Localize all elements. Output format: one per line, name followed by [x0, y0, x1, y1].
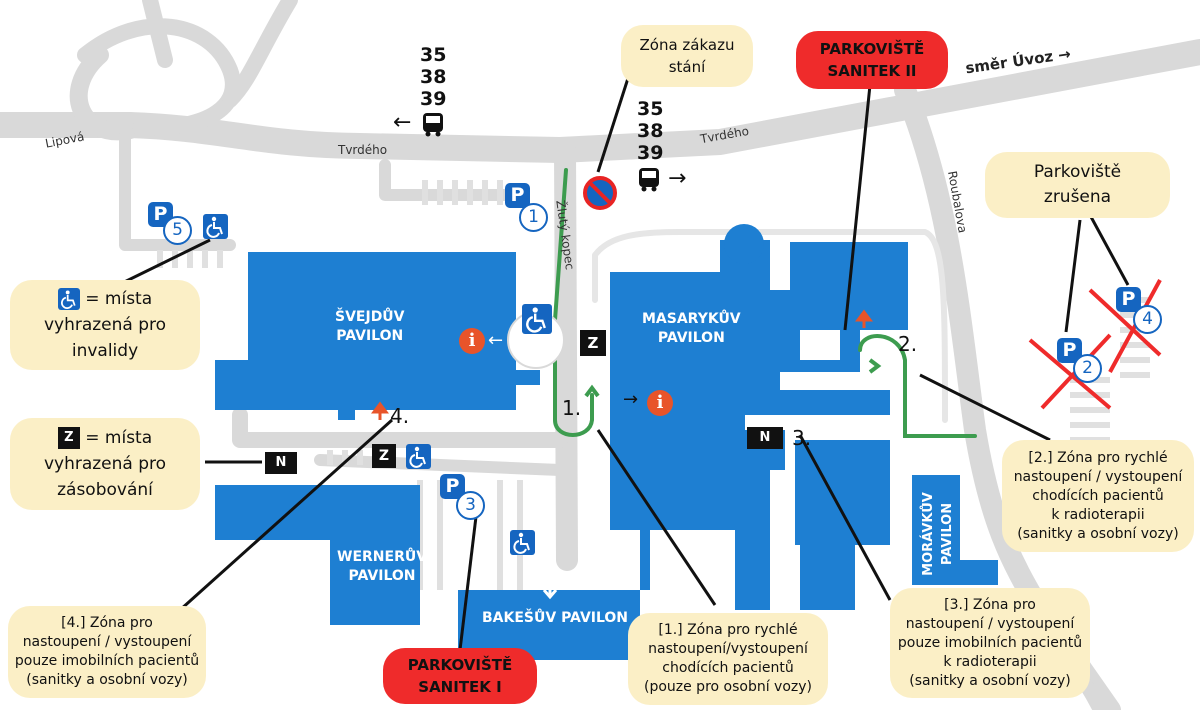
bus-icon: [639, 168, 659, 192]
routes: [553, 168, 977, 438]
supply-zone-marker: Z: [372, 444, 396, 468]
road-inner-loop: [592, 229, 948, 423]
info-icon: i: [459, 328, 485, 354]
parking-number-2: 2: [1073, 354, 1102, 383]
callout-disabled-legend: = místa vyhrazená pro invalidy: [10, 280, 200, 370]
info-arrow-west-icon: ←: [488, 330, 504, 351]
info-arrow-east-icon: →: [623, 389, 639, 410]
buildings: [215, 224, 998, 660]
road-ring-top: [77, 18, 241, 137]
wheelchair-icon: [522, 304, 552, 334]
bus-stop-east-lines: 35 38 39: [637, 98, 664, 164]
parking-p-icon: P: [1116, 287, 1141, 312]
entrance-marker: N: [747, 427, 783, 449]
callout-zone-3: [3.] Zóna pro nastoupení / vystoupení po…: [890, 588, 1090, 698]
wheelchair-icon: [510, 530, 535, 555]
road-label-tvrdeho-west: Tvrdého: [338, 143, 388, 157]
callout-zone-2: [2.] Zóna pro rychlé nastoupení / vystou…: [1002, 440, 1194, 552]
wheelchair-icon: [203, 214, 228, 239]
building-masarykuv-south: [795, 440, 890, 610]
road-north-left: [142, 0, 173, 68]
entrance-marker: N: [265, 452, 297, 474]
zone-number-4: 4.: [390, 404, 410, 428]
building-label-masarykuv: MASARYKŮV PAVILON: [642, 311, 741, 346]
bus-stop-west-arrow: ←: [393, 110, 412, 135]
parking-number-5: 5: [163, 216, 192, 245]
callout-parking-closed: Parkoviště zrušena: [985, 152, 1170, 218]
leader-lines: [107, 71, 1130, 651]
parking-number-3: 3: [456, 491, 485, 520]
building-wernerova: [215, 485, 420, 625]
info-icon: i: [647, 390, 673, 416]
building-svejduv: [215, 252, 540, 420]
zone-number-2: 2.: [898, 332, 918, 356]
route-zluty-kopec: [553, 168, 594, 437]
road-west-spur: [119, 129, 236, 251]
callout-zone-4: [4.] Zóna pro nastoupení / vystoupení po…: [8, 606, 206, 698]
building-bakesuv: [458, 520, 650, 660]
route-zone-2: [858, 334, 977, 438]
wheelchair-icon: [57, 288, 80, 310]
road-ring: [69, 46, 139, 141]
wheelchair-icon: [406, 444, 431, 469]
road-zluty-kopec: [554, 139, 578, 571]
callout-zone-1: [1.] Zóna pro rychlé nastoupení/vystoupe…: [628, 613, 828, 705]
building-label-wernerova: WERNERŮV PAVILON: [337, 549, 428, 584]
building-moravkuv: [912, 475, 998, 585]
building-label-svejduv: ŠVEJDŮV PAVILON: [335, 309, 405, 344]
building-label-bakesuv: BAKEŠŮV PAVILON: [482, 610, 629, 626]
parking-number-4: 4: [1133, 305, 1162, 334]
road-south-mid: [314, 454, 566, 476]
bakesuv-arrow: [542, 582, 558, 600]
callout-no-parking: Zóna zákazu stání: [621, 25, 753, 87]
parking-number-1: 1: [519, 203, 548, 232]
building-label-moravkuv: MORÁVKŮV PAVILON: [920, 492, 955, 576]
supply-zone-marker: Z: [580, 330, 606, 356]
bus-icon: [423, 113, 443, 137]
zone-number-3: 3.: [792, 426, 812, 450]
entrance-arrows: [371, 309, 873, 420]
callout-ambulance-parking-1: PARKOVIŠTĚ SANITEK I: [383, 648, 537, 704]
building-masarykuv-sw: [735, 470, 770, 610]
parking-p-icon: P: [440, 474, 465, 499]
supply-zone-marker: Z: [57, 427, 80, 449]
road-parking-1: [379, 159, 511, 201]
road-north-right: [222, 0, 298, 108]
road-south-loop: [232, 407, 568, 448]
callout-supply-legend: Z = místa vyhrazená pro zásobování: [10, 418, 200, 510]
zone-number-1: 1.: [562, 396, 582, 420]
callout-ambulance-parking-2: PARKOVIŠTĚ SANITEK II: [796, 31, 948, 89]
bus-stop-east-arrow: →: [668, 166, 687, 191]
road-roubalova: [894, 79, 1121, 710]
no-parking-sign-icon: [583, 176, 617, 210]
bus-stop-west-lines: 35 38 39: [420, 44, 447, 110]
route-arrows: [584, 358, 882, 398]
building-masarykuv: [610, 240, 890, 530]
building-masarykuv-dome: [724, 224, 764, 264]
